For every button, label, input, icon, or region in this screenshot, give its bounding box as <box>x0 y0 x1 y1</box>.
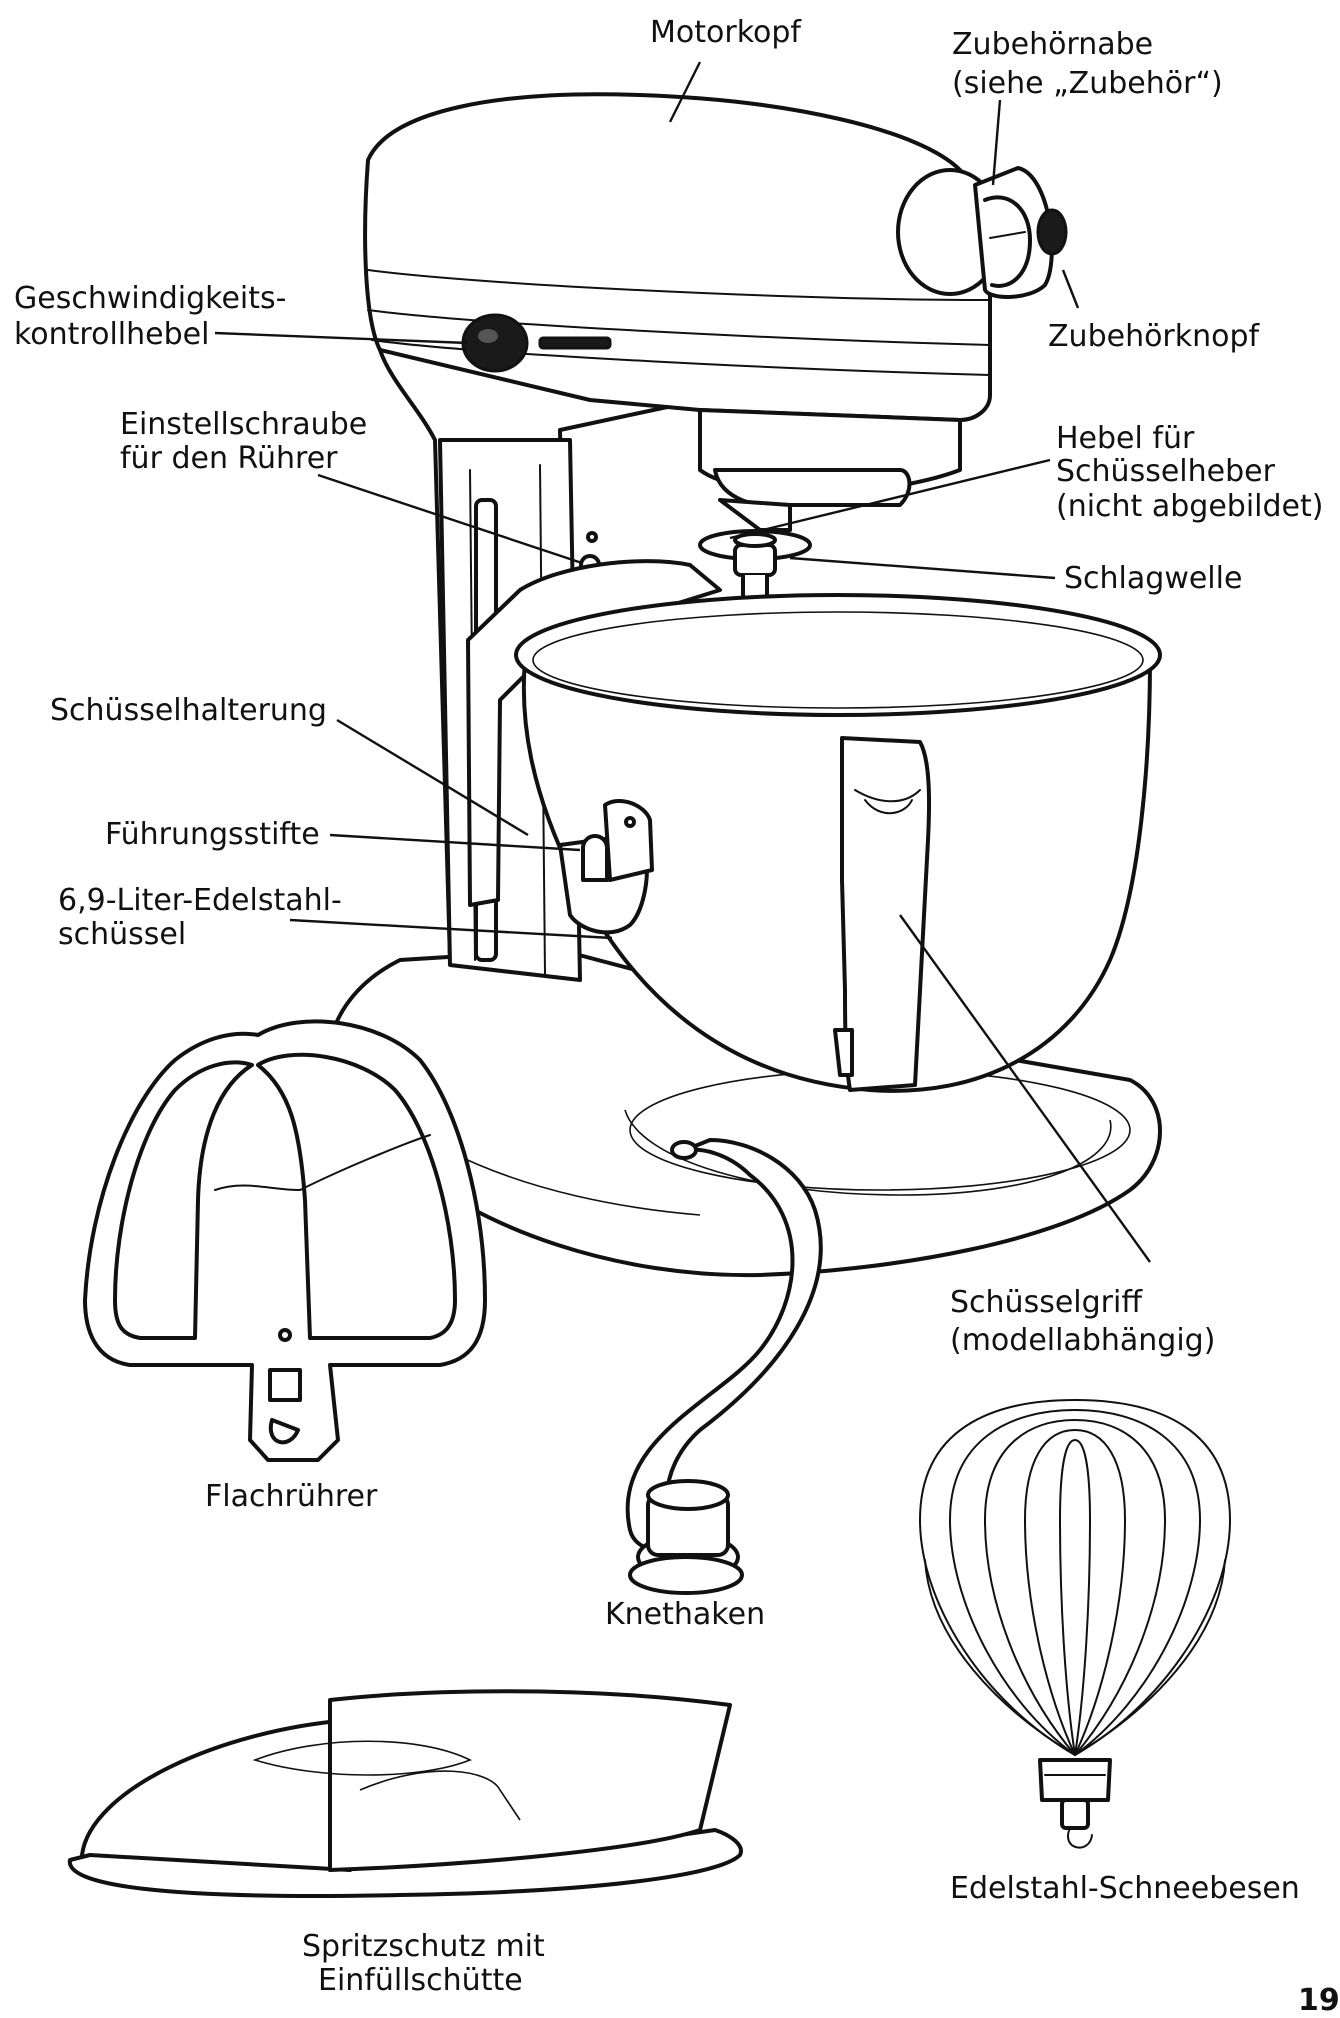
label-bowl-line2: schüssel <box>58 917 187 952</box>
pouring-shield-icon <box>67 1689 743 1898</box>
leader-beater-shaft <box>789 556 1056 580</box>
label-bowl-handle-line1: Schüsselgriff <box>950 1285 1142 1320</box>
leader-beater-screw <box>317 473 583 565</box>
label-bowl-handle-line2: (modellabhängig) <box>950 1323 1216 1358</box>
label-pouring-shield-line1: Spritzschutz mit <box>302 1929 545 1964</box>
leader-attachment-knob <box>1061 269 1080 309</box>
label-flat-beater: Flachrührer <box>205 1479 378 1514</box>
label-beater-screw-line1: Einstellschraube <box>120 407 368 442</box>
label-speed-lever-line2: kontrollhebel <box>14 317 210 352</box>
leader-attachment-hub <box>991 99 1002 186</box>
dough-hook-icon <box>625 1138 823 1595</box>
label-attachment-knob: Zubehörknopf <box>1048 319 1260 354</box>
wire-whip-icon <box>918 1398 1232 1849</box>
leader-speed-lever <box>214 331 469 345</box>
leader-lines <box>214 61 1151 1263</box>
label-pouring-shield-line2: Einfüllschütte <box>318 1963 523 1998</box>
leader-bowl <box>289 918 613 940</box>
leader-bowl-lift-lever <box>729 458 1051 540</box>
label-beater-screw-line2: für den Rührer <box>120 441 338 476</box>
label-locating-pins: Führungsstifte <box>105 817 320 852</box>
label-attachment-hub-line1: Zubehörnabe <box>952 27 1154 62</box>
stainless-steel-bowl <box>514 593 1162 1093</box>
label-motor-head: Motorkopf <box>650 15 801 50</box>
label-bowl-lift-lever-line2: Schüsselheber <box>1056 454 1275 489</box>
flat-beater-icon <box>83 1019 487 1462</box>
speed-control-knob-icon <box>461 313 529 373</box>
leader-motor-head <box>668 61 702 123</box>
leader-locating-pins <box>329 833 581 852</box>
attachment-hub-icon <box>896 166 1068 299</box>
label-dough-hook: Knethaken <box>605 1597 766 1632</box>
label-attachment-hub-line2: (siehe „Zubehör“) <box>952 66 1223 101</box>
label-beater-shaft: Schlagwelle <box>1064 561 1243 596</box>
label-wire-whip: Edelstahl-Schneebesen <box>950 1871 1300 1906</box>
beater-shaft-icon <box>698 529 812 606</box>
label-speed-lever-line1: Geschwindigkeits- <box>14 281 287 316</box>
leader-bowl-support <box>336 718 529 837</box>
leader-bowl-handle <box>899 914 1151 1263</box>
label-bowl-line1: 6,9-Liter-Edelstahl- <box>58 883 342 918</box>
page-number: 19 <box>1298 1983 1340 2018</box>
label-bowl-support: Schüsselhalterung <box>50 693 327 728</box>
label-bowl-lift-lever-line3: (nicht abgebildet) <box>1056 489 1324 524</box>
label-bowl-lift-lever-line1: Hebel für <box>1056 421 1195 456</box>
